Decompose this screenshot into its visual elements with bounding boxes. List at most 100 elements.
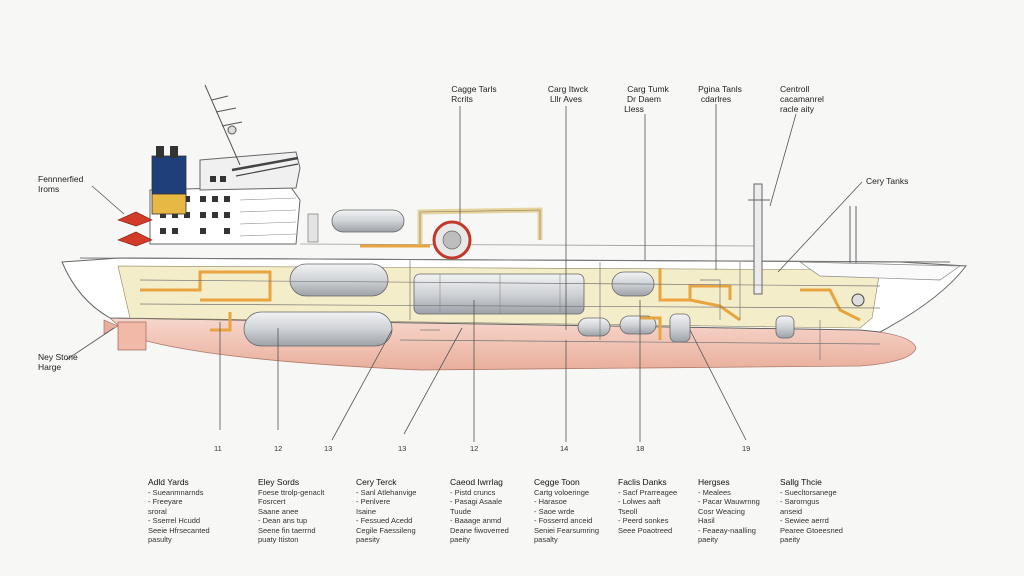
legend-line: - Lolwes aaft [618, 497, 661, 506]
forecastle-deck [798, 261, 962, 281]
legend-title: Sallg Thcie [780, 477, 822, 487]
legend-line: - Peerd sonkes [618, 516, 669, 525]
legend-title: Adld Yards [148, 477, 189, 487]
legend-column: Hergses - Mealees - Pacar Wauwrnng Cosr … [698, 477, 798, 545]
legend-line: Cegile Faessileng [356, 525, 416, 535]
legend-title: Hergses [698, 477, 730, 487]
main-deck-line [79, 257, 951, 263]
legend-line: - Fessued Acedd [356, 516, 413, 525]
legend-column: Faclis Danks - Sacf Prarreagee - Lolwes … [618, 477, 718, 535]
legend-column: Sallg Thcie - Suecltorsanege - Sarorngus… [780, 477, 880, 545]
legend-line: Pearee Gtoeesned [780, 525, 843, 535]
legend-line: pasulty [148, 535, 172, 544]
tank-small-1 [577, 317, 611, 337]
legend-line: - Suecltorsanege [780, 487, 837, 497]
superstructure [149, 151, 301, 245]
legend-line: - Baaage anmd [450, 516, 502, 525]
legend-title: Caeod Iwrrlag [450, 477, 503, 487]
legend-title: Eley Sords [258, 477, 300, 487]
legend-line: pasalty [534, 535, 558, 544]
legend-line: - Pasagi Asaale [450, 497, 503, 506]
anchor-port [851, 293, 865, 307]
legend-line: anseid [780, 506, 803, 516]
legend-line: - Sserrel Hcudd [148, 516, 201, 525]
legend-line: paeity [450, 535, 471, 544]
legend-line: Seeie Hfrsecanted [148, 525, 210, 535]
legend-line: Hasil [698, 516, 715, 525]
legend-line: - Sanl Atlehanvige [356, 487, 417, 497]
red-marker-lower [117, 231, 153, 247]
legend-line: - Dean ans tup [258, 516, 308, 525]
legend-line: Seene fin taerrnd [258, 525, 316, 535]
tank-lower-1 [243, 311, 393, 347]
number-marker: 11 [214, 444, 222, 453]
fore-mast [748, 183, 857, 295]
funnel [151, 146, 187, 215]
legend-line: - Sueanmnarnds [148, 487, 204, 497]
legend-line: Seniei Fearsumring [534, 525, 600, 535]
legend-column: Eley Sords Foese ttrolp-genaclt Fosrcert… [258, 477, 358, 545]
legend-line: paeity [698, 535, 719, 544]
cargo-hold-cylinder [413, 273, 585, 315]
number-marker: 18 [636, 444, 644, 453]
legend-line: Saane anee [258, 506, 299, 516]
legend-line: Foese ttrolp-genaclt [258, 487, 325, 497]
legend-line: - Sewiee aerrd [780, 516, 829, 525]
legend-title: Faclis Danks [618, 477, 667, 487]
legend-line: paesity [356, 535, 380, 544]
number-marker: 13 [398, 444, 406, 453]
orange-pipework [140, 244, 861, 340]
legend-line: sroral [148, 506, 167, 516]
legend-line: - Pacar Wauwrnng [698, 497, 760, 506]
tank-upper-1 [289, 263, 389, 297]
deck-tank-cylinder [331, 209, 405, 233]
bridge-mast [204, 84, 243, 166]
tank-small-2 [619, 315, 657, 335]
legend-line: Cartg voloeringe [534, 487, 590, 497]
number-marker: 13 [324, 444, 332, 453]
legend-column: Cery Terck - Sanl Atlehanvige - Penlvere… [356, 477, 456, 545]
legend-line: - Saoe wrde [534, 506, 575, 516]
legend-column: Adld Yards - Sueanmnarnds - Freeyare sro… [148, 477, 248, 545]
legend-line: Cosr Weacing [698, 506, 745, 516]
legend-line: - Penlvere [356, 497, 391, 506]
tank-vertical-1 [669, 313, 691, 343]
upper-deck-rail [299, 243, 761, 247]
red-marker-upper [117, 211, 153, 227]
legend-line: puaty Itiston [258, 535, 299, 544]
tank-small-3 [775, 315, 795, 339]
legend-line: - Harasoe [534, 497, 567, 506]
legend-title: Cegge Toon [534, 477, 580, 487]
callout-cargo-tanks-right: Cery Tanks [866, 176, 908, 186]
number-marker: 12 [274, 444, 282, 453]
legend-line: - Sarorngus [780, 497, 820, 506]
legend-line: Deane fiwoverred [450, 525, 509, 535]
rudder [117, 321, 147, 351]
legend-line: - Sacf Prarreagee [618, 487, 678, 497]
leader-lines [65, 104, 863, 442]
legend-line: Tuude [450, 506, 471, 516]
number-marker: 14 [560, 444, 568, 453]
number-marker: 19 [742, 444, 750, 453]
legend-line: - Pistd cruncs [450, 487, 496, 497]
legend-column: Caeod Iwrrlag - Pistd cruncs - Pasagi As… [450, 477, 550, 545]
legend-line: paeity [780, 535, 801, 544]
number-marker: 12 [470, 444, 478, 453]
legend-column: Cegge Toon Cartg voloeringe - Harasoe - … [534, 477, 634, 545]
legend-line: Isaine [356, 506, 377, 516]
legend-line: - Freeyare [148, 497, 183, 506]
legend-line: Tseoll [618, 506, 638, 516]
legend-line: - Mealees [698, 487, 731, 497]
legend-line: Fosrcert [258, 497, 286, 506]
legend-title: Cery Terck [356, 477, 397, 487]
legend-line: Seee Poaotreed [618, 525, 673, 535]
legend-line: - Fosserrd anceid [534, 516, 593, 525]
legend-line: - Feaeay-naalling [698, 525, 756, 535]
